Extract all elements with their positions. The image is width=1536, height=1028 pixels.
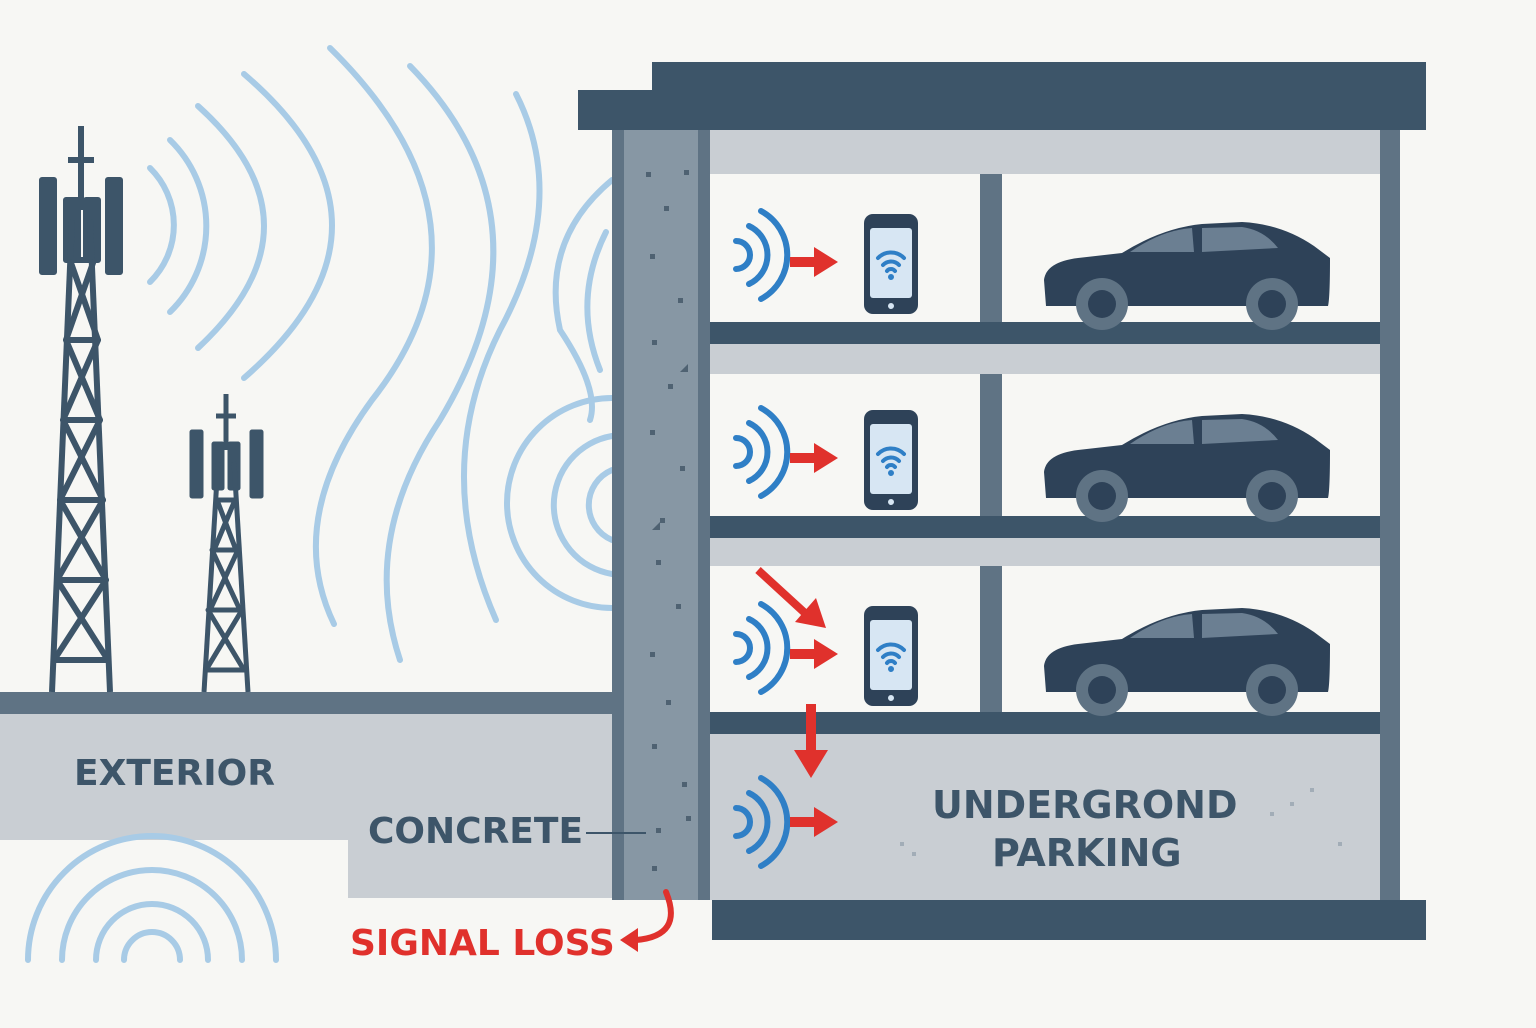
signal-loss-arrow-icon — [620, 889, 674, 952]
down-arrow-icon — [794, 704, 828, 778]
smartphone-icon — [862, 212, 920, 316]
ground-signal-waves — [25, 833, 279, 963]
exterior-ground — [0, 692, 616, 898]
building-roof — [578, 62, 1426, 130]
diagonal-arrow-icon — [755, 567, 826, 628]
exterior-signal-waves — [147, 45, 615, 663]
underground-label-line1: UNDERGROND — [932, 783, 1238, 827]
signal-loss-label: SIGNAL LOSS — [350, 923, 615, 964]
underground-label-line2: PARKING — [992, 831, 1182, 875]
smartphone-icon — [862, 604, 920, 708]
concrete-label: CONCRETE — [368, 811, 584, 852]
underground-speckles — [900, 788, 1342, 856]
concrete-wall — [612, 130, 710, 900]
cell-tower-icon — [189, 394, 264, 693]
cell-tower-icon — [39, 126, 123, 693]
exterior-label: EXTERIOR — [74, 753, 275, 794]
smartphone-icon — [862, 408, 920, 512]
